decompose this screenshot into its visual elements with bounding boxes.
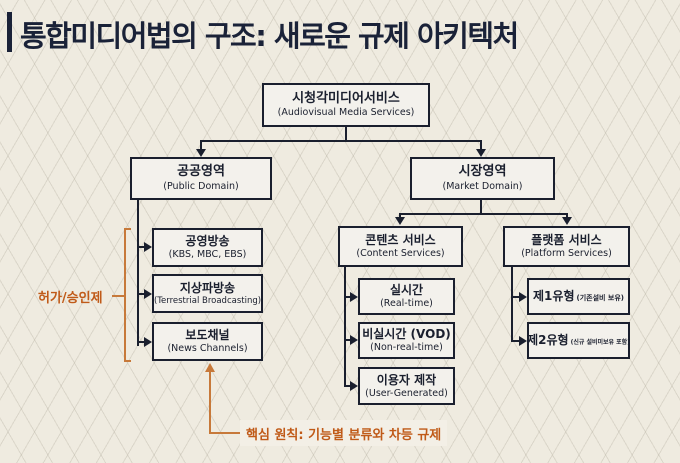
box-title: 공영방송 [185,234,230,249]
content-services-box: 콘텐츠 서비스 (Content Services) [338,226,463,267]
public-domain-box: 공공영역 (Public Domain) [130,157,272,200]
title-accent-bar [7,12,12,52]
arrow-right-icon [350,292,358,302]
box-title: 제2유형 [527,333,569,347]
box-title: 플랫폼 서비스 [531,233,602,248]
connector [344,267,346,387]
box-title: 콘텐츠 서비스 [365,233,436,248]
box-note: (기존설비 보유) [576,294,624,302]
arrow-down-icon [476,149,486,157]
box-subtitle: (Public Domain) [163,180,239,192]
box-title: 비실시간 (VOD) [362,327,451,342]
connector [137,200,139,346]
realtime-box: 실시간 (Real-time) [358,278,455,315]
box-subtitle: (User-Generated) [365,387,448,399]
arrow-right-icon [519,292,527,302]
box-title: 이용자 제작 [376,372,437,387]
root-box: 시청각미디어서비스 (Audiovisual Media Services) [262,83,430,127]
box-title: 제1유형 [533,289,575,303]
news-channels-box: 보도채널 (News Channels) [152,322,263,361]
connector [344,385,351,387]
box-title: 공공영역 [177,164,225,180]
box-title: 시장영역 [458,164,507,180]
arrow-right-icon [350,335,358,345]
connector [137,246,145,248]
box-title: 시청각미디어서비스 [292,90,400,106]
type1-box: 제1유형 (기존설비 보유) [527,278,630,315]
user-generated-box: 이용자 제작 (User-Generated) [358,367,455,405]
arrow-down-icon [395,217,405,225]
connector [511,267,513,342]
bracket [124,360,131,362]
market-domain-box: 시장영역 (Market Domain) [410,157,555,200]
box-subtitle: (KBS, MBC, EBS) [168,249,247,261]
page-title: 통합미디어법의 구조: 새로운 규제 아키텍처 [20,19,519,53]
licensing-label: 허가/승인제 [38,291,103,306]
connector [480,200,482,214]
box-title: 실시간 [389,283,424,298]
connector [209,432,241,434]
arrow-right-icon [144,337,152,347]
arrow-right-icon [144,289,152,299]
connector [200,140,482,142]
arrow-up-icon [205,363,215,372]
connector [511,296,519,298]
arrow-right-icon [144,242,152,252]
connector [566,213,568,218]
box-subtitle: (Audiovisual Media Services) [277,107,415,119]
box-subtitle: (Market Domain) [442,180,523,192]
box-subtitle: (Non-real-time) [370,342,443,354]
public-broadcasting-box: 공영방송 (KBS, MBC, EBS) [152,228,263,267]
bracket [112,295,124,297]
connector [209,372,211,434]
box-title: 보도채널 [185,328,230,343]
arrow-down-icon [196,149,206,157]
arrow-down-icon [562,217,572,225]
bracket [124,228,126,362]
connector [511,340,519,342]
principle-label: 핵심 원칙: 기능별 분류와 차등 규제 [240,420,448,446]
platform-services-box: 플랫폼 서비스 (Platform Services) [503,226,630,267]
box-subtitle: (Content Services) [356,248,445,260]
vod-box: 비실시간 (VOD) (Non-real-time) [358,322,455,359]
connector [137,293,145,295]
box-subtitle: (Platform Services) [521,248,612,260]
box-subtitle: (Real-time) [380,298,433,310]
connector [137,341,145,343]
box-subtitle: (News Channels) [167,343,248,355]
connector [344,339,351,341]
connector [200,140,202,150]
connector [344,296,351,298]
connector [345,127,347,141]
terrestrial-box: 지상파방송 (Terrestrial Broadcasting) [152,274,263,313]
arrow-right-icon [350,381,358,391]
box-note: (신규 설비미보유 포함) [570,339,630,346]
box-title: 지상파방송 [179,280,236,295]
box-subtitle: (Terrestrial Broadcasting) [153,295,262,306]
arrow-right-icon [519,336,527,346]
connector [399,213,401,218]
connector [480,140,482,150]
type2-box: 제2유형 (신규 설비미보유 포함) [527,322,630,359]
connector [400,213,568,215]
bracket [124,228,131,230]
